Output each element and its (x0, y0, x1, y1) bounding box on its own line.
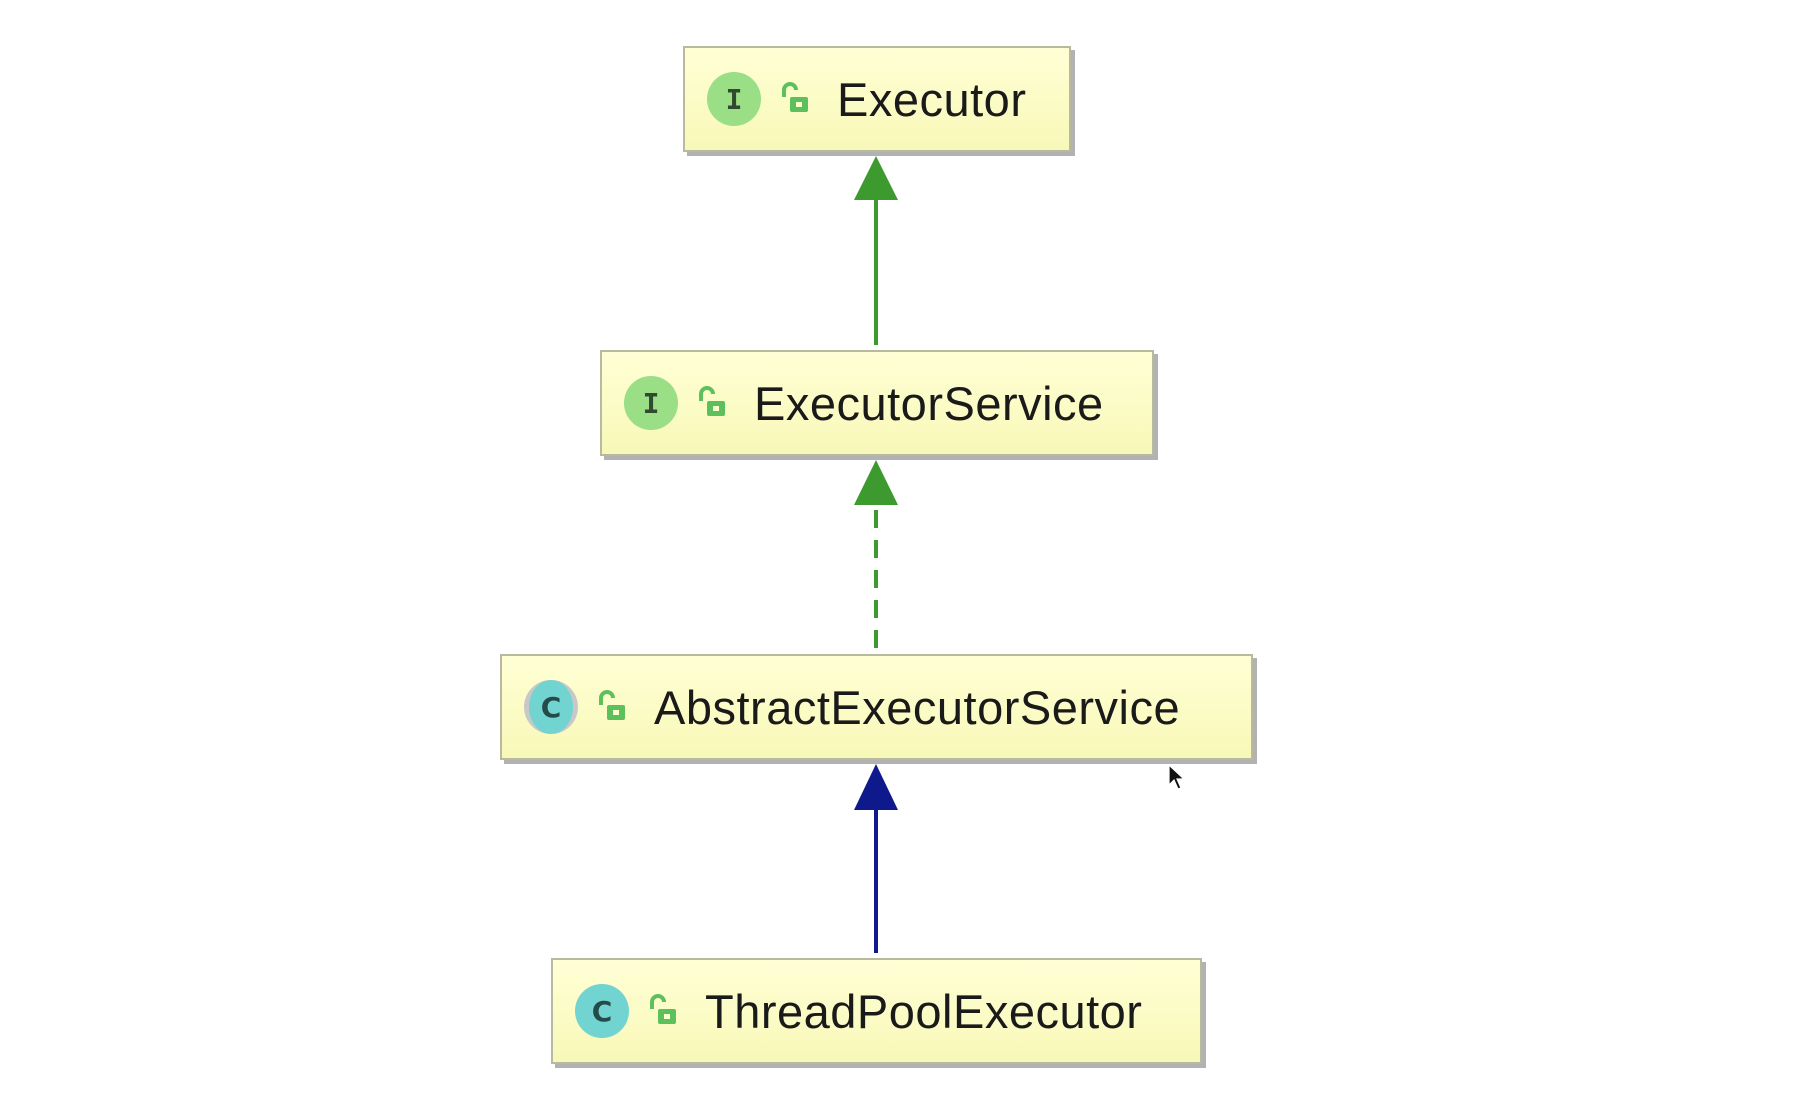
public-unlock-icon (699, 386, 725, 416)
node-thread-pool-executor[interactable]: C ThreadPoolExecutor (551, 958, 1202, 1064)
node-executor[interactable]: I Executor (683, 46, 1071, 152)
node-label: ExecutorService (754, 376, 1104, 430)
node-label: ThreadPoolExecutor (705, 984, 1143, 1038)
mouse-cursor-icon (1168, 764, 1186, 790)
node-abstract-executor-service[interactable]: C AbstractExecutorService (500, 654, 1253, 760)
public-unlock-icon (599, 690, 625, 720)
abstract-class-badge-icon: C (524, 680, 578, 734)
node-label: Executor (837, 72, 1027, 126)
interface-badge-icon: I (624, 376, 678, 430)
edge-executorservice-to-executor (854, 156, 898, 345)
class-badge-icon: C (575, 984, 629, 1038)
node-label: AbstractExecutorService (654, 680, 1181, 734)
edge-abstractexecutorservice-to-executorservice (854, 460, 898, 648)
node-executor-service[interactable]: I ExecutorService (600, 350, 1154, 456)
public-unlock-icon (650, 994, 676, 1024)
interface-badge-icon: I (707, 72, 761, 126)
edge-threadpoolexecutor-to-abstractexecutorservice (854, 764, 898, 953)
public-unlock-icon (782, 82, 808, 112)
